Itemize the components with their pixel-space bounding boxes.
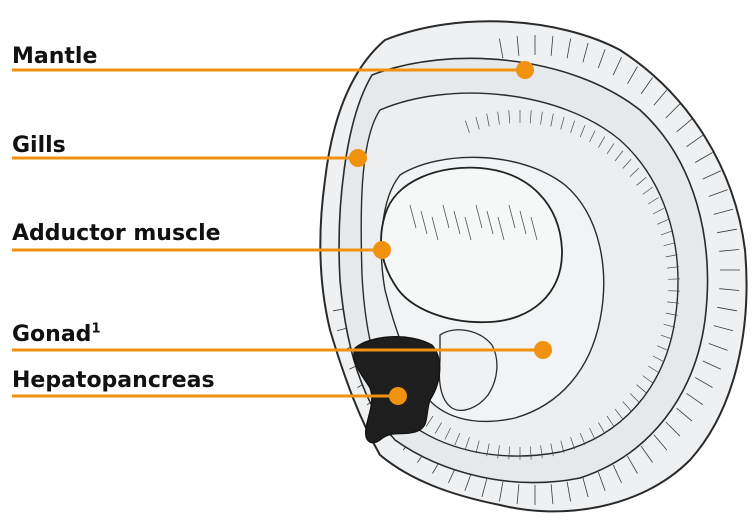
label-gills: Gills (12, 133, 66, 159)
leader-dot-mantle (516, 61, 534, 79)
label-hepatopancreas: Hepatopancreas (12, 368, 215, 394)
leader-dot-gills (349, 149, 367, 167)
label-gonad: Gonad1 (12, 322, 100, 348)
adductor-muscle (381, 168, 562, 323)
leader-dot-adductor (373, 241, 391, 259)
leader-dot-gonad (534, 341, 552, 359)
label-adductor-muscle: Adductor muscle (12, 221, 221, 247)
leader-dot-hepatopancreas (389, 387, 407, 405)
gonad-footnote-marker: 1 (91, 322, 100, 337)
label-mantle: Mantle (12, 44, 97, 70)
